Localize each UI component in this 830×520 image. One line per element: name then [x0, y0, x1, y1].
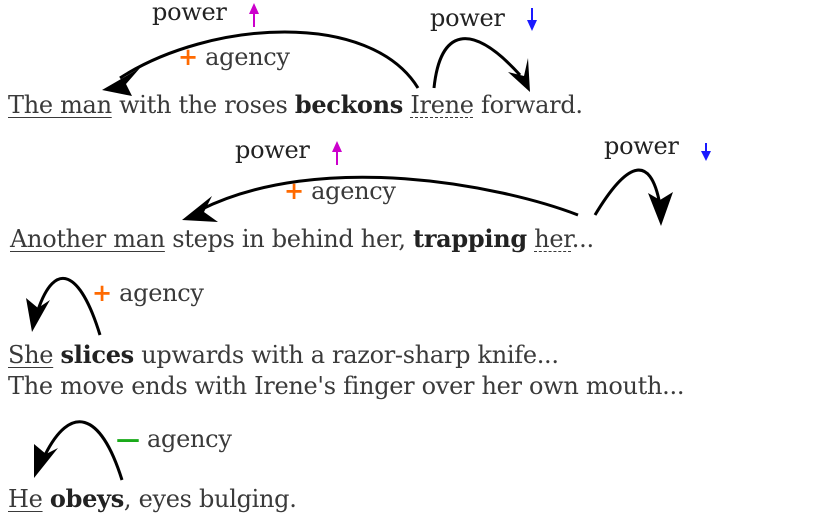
sentence-5: He obeys, eyes bulging.	[8, 484, 297, 513]
text: upwards with a razor-sharp knife...	[133, 341, 559, 369]
power-up-arrow-icon-2	[332, 141, 342, 165]
arc-trapping-to-agent	[182, 175, 579, 222]
agency-text: agency	[311, 177, 396, 205]
agency-label-4: — agency	[116, 424, 232, 453]
text: steps in behind her,	[164, 225, 414, 253]
arc-obeys-to-agent	[34, 420, 124, 481]
power-label-4: power	[604, 132, 679, 160]
text: with the roses	[111, 91, 295, 119]
power-up-arrow-icon-1	[249, 3, 259, 27]
plus-icon: +	[284, 176, 304, 205]
agent: She	[8, 341, 54, 369]
power-down-arrow-icon-2	[701, 143, 711, 161]
agent: Another man	[10, 225, 165, 253]
arc-slices-to-agent	[26, 277, 102, 336]
arc-beckons-to-patient	[432, 37, 530, 92]
verb: trapping	[413, 224, 527, 253]
sentence-4: The move ends with Irene's finger over h…	[8, 372, 685, 400]
verb: slices	[60, 340, 135, 369]
sentence-1: The man with the roses beckons Irene for…	[8, 90, 583, 119]
text	[43, 485, 50, 513]
patient: her	[534, 225, 572, 253]
agency-label-1: + agency	[178, 42, 290, 71]
plus-icon: +	[92, 278, 112, 307]
power-label-1: power	[152, 0, 227, 26]
sentence-3: She slices upwards with a razor-sharp kn…	[8, 340, 559, 369]
agency-text: agency	[119, 279, 204, 307]
verb: obeys	[49, 484, 124, 513]
agency-text: agency	[147, 425, 232, 453]
agency-label-3: + agency	[92, 278, 204, 307]
agency-text: agency	[205, 43, 290, 71]
text: forward.	[473, 91, 583, 119]
text: ...	[571, 225, 594, 253]
text	[53, 341, 60, 369]
plus-icon: +	[178, 42, 198, 71]
arc-beckons-to-agent	[102, 30, 420, 96]
arc-trapping-to-patient	[593, 168, 673, 226]
patient: Irene	[410, 91, 474, 119]
power-down-arrow-icon-1	[527, 8, 537, 31]
agent: He	[8, 485, 43, 513]
verb: beckons	[294, 90, 404, 119]
minus-icon: —	[116, 424, 140, 453]
agent: The man	[8, 91, 112, 119]
power-label-3: power	[235, 136, 310, 164]
sentence-2: Another man steps in behind her, trappin…	[10, 224, 594, 253]
power-label-2: power	[430, 4, 505, 32]
agency-label-2: + agency	[284, 176, 396, 205]
text: , eyes bulging.	[123, 485, 297, 513]
